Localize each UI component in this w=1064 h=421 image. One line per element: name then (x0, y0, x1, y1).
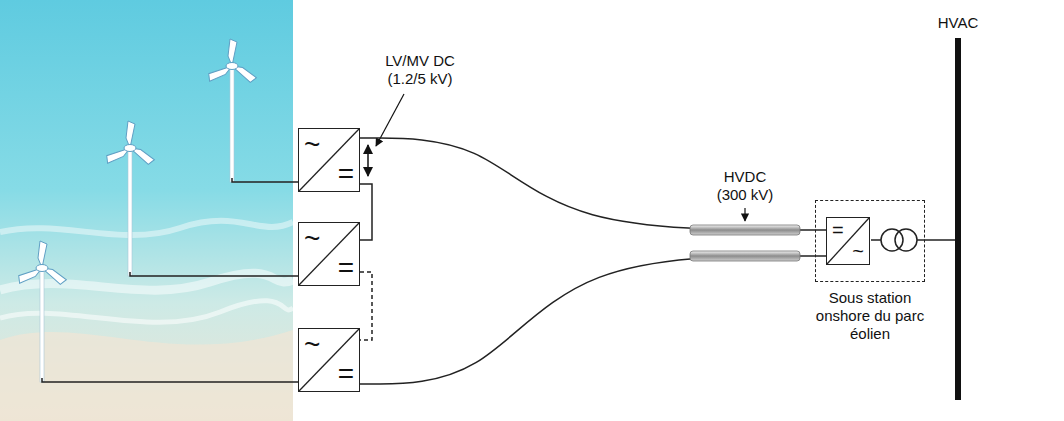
converter-symbol: = (338, 160, 354, 188)
converter-diagonal (299, 329, 359, 391)
substation-wire (917, 239, 925, 241)
converter-symbol: = (338, 254, 354, 282)
converter-symbol: ~ (304, 331, 320, 359)
hvac-busbar: HVAC (955, 38, 961, 400)
dc-link (360, 272, 372, 340)
voltage-label: LV/MV DC (1.2/5 kV) (378, 52, 462, 88)
wind-turbine (16, 241, 67, 382)
wind-turbine (38, 241, 47, 268)
converter-diagonal (299, 129, 359, 191)
converter-symbol: = (832, 220, 844, 240)
dc-link (360, 184, 372, 240)
sea-photo (0, 0, 293, 421)
wind-turbine (104, 121, 155, 276)
turbine-wire (130, 272, 298, 276)
substation-caption: Sous station onshore du parc éolien (811, 289, 929, 343)
wind-turbine (128, 148, 132, 276)
turbine-wire (232, 178, 298, 182)
onshore-substation: Sous station onshore du parc éolien=~ (815, 200, 925, 282)
voltage-arrow (367, 145, 369, 176)
hvdc-line (360, 138, 815, 230)
converter-symbol: ~ (852, 241, 864, 261)
hvdc-line (360, 256, 815, 384)
converter-symbol: = (338, 360, 354, 388)
dc-link (925, 239, 955, 241)
transformer-symbol (881, 229, 903, 251)
converter-diagonal (827, 218, 869, 264)
wind-turbine (228, 39, 237, 66)
wind-turbine (36, 265, 48, 272)
turbine-wire (42, 378, 298, 382)
transformer-symbol (895, 229, 917, 251)
converter-symbol: ~ (304, 225, 320, 253)
ac-dc-converter: ~= (298, 328, 360, 392)
wind-turbine (126, 121, 135, 148)
wave (0, 221, 293, 235)
hvdc-cable (690, 225, 800, 235)
substation-wire (871, 239, 881, 241)
wind-turbine (124, 145, 136, 152)
converter-diagonal (299, 223, 359, 285)
voltage-label: HVDC (300 kV) (712, 168, 778, 204)
bus-label: HVAC (938, 15, 979, 30)
wind-turbine (40, 268, 44, 382)
hvdc-cable (690, 251, 800, 261)
dc-ac-converter: =~ (826, 217, 870, 265)
wind-turbine (230, 66, 234, 182)
wind-turbine (226, 63, 238, 70)
converter-symbol: ~ (304, 131, 320, 159)
wind-turbine (206, 39, 257, 182)
leader-line (744, 208, 745, 221)
ac-dc-converter: ~= (298, 222, 360, 286)
ac-dc-converter: ~= (298, 128, 360, 192)
